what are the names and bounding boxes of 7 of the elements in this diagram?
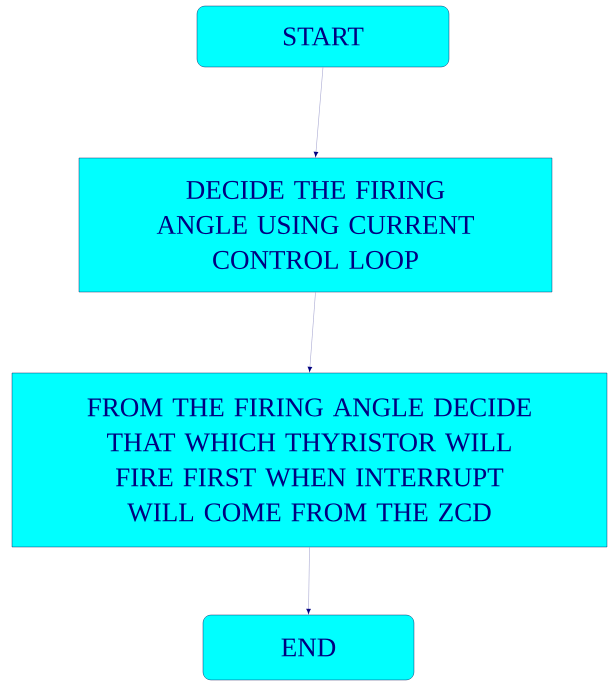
terminal-box: END: [202, 614, 414, 680]
arrow: [308, 292, 316, 372]
process-box: FROM THE FIRING ANGLE DECIDE THAT WHICH THYRISTOR WILL FIRE FIRST WHEN INTERRUPT WILL COME FROM THE ZCD: [12, 372, 608, 548]
arrow: [306, 546, 311, 614]
arrow: [314, 66, 324, 157]
process-box: DECIDE THE FIRING ANGLE USING CURRENT CONTROL LOOP: [78, 158, 552, 292]
terminal-box: START: [196, 6, 450, 68]
